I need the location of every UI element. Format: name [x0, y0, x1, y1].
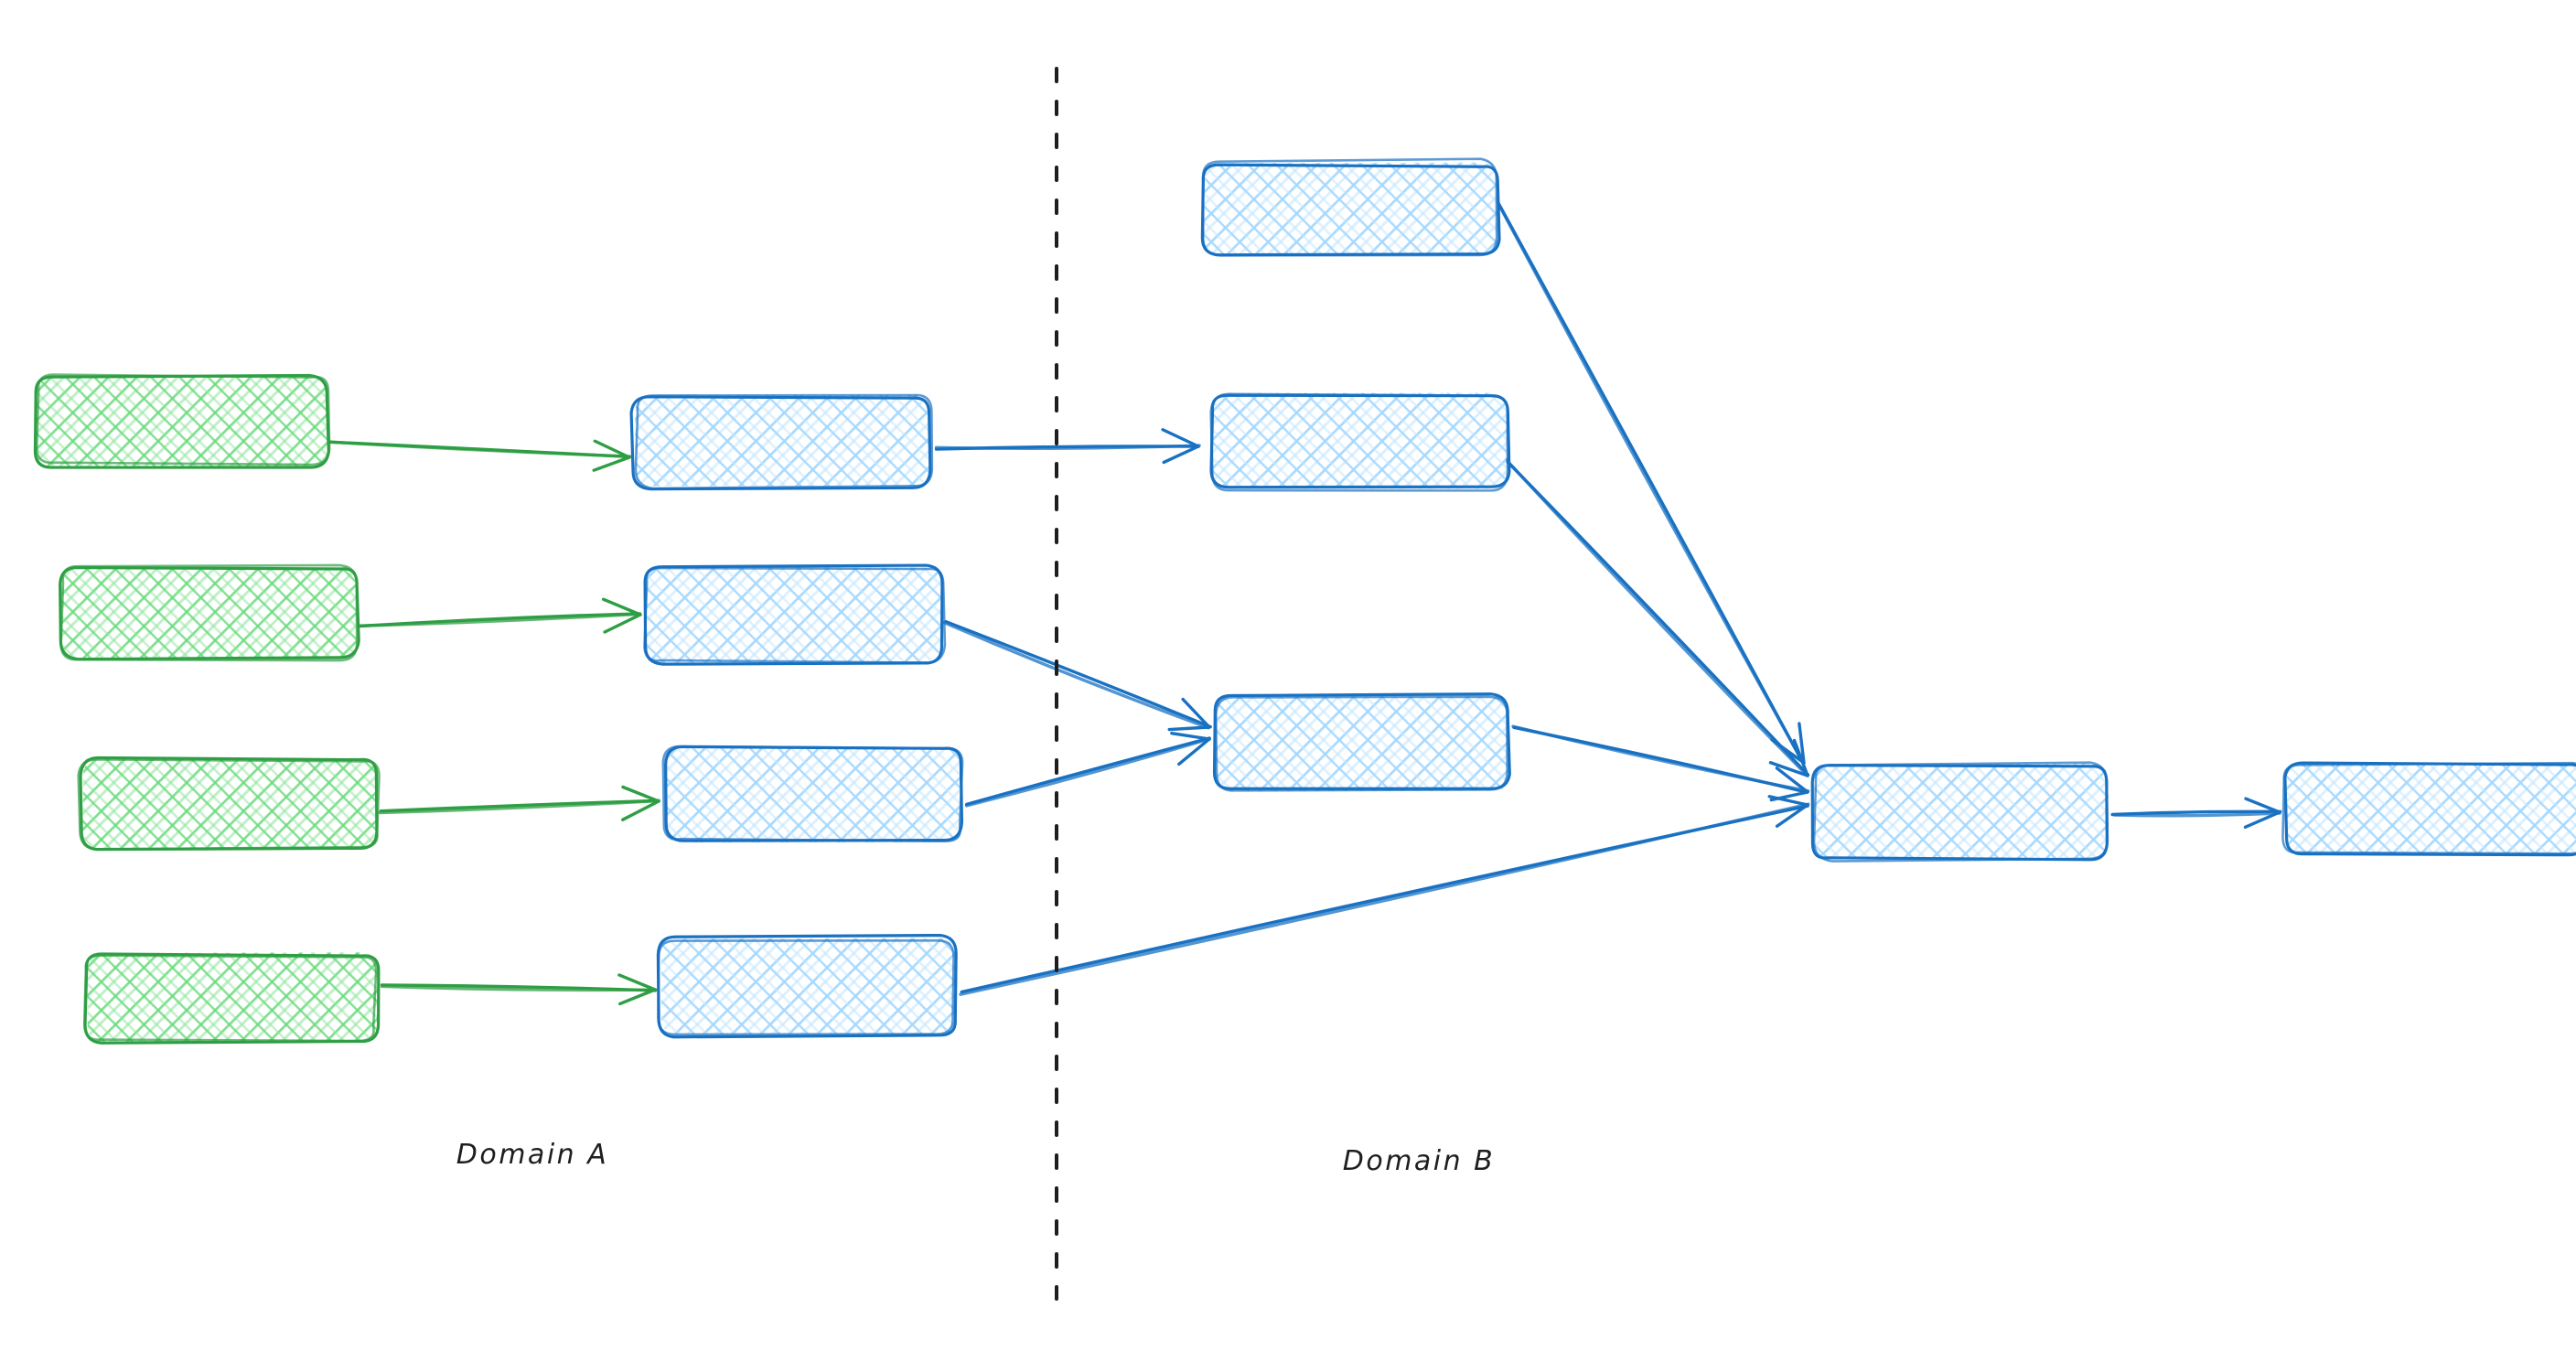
- node-layer: [33, 157, 2576, 1045]
- edge-b1-to-b4: [1492, 194, 1806, 765]
- edge-b4-to-b5: [2110, 797, 2282, 829]
- node-m3[interactable]: [661, 745, 964, 843]
- edge-m4-to-b4: [959, 795, 1810, 996]
- edge-m1-to-b2: [934, 428, 1201, 465]
- edge-b2-to-b4: [1501, 455, 1810, 777]
- node-b3[interactable]: [1212, 692, 1511, 792]
- node-b4[interactable]: [1810, 761, 2109, 863]
- edge-a3-to-m3: [378, 785, 660, 821]
- node-m2[interactable]: [643, 563, 947, 666]
- node-m1[interactable]: [629, 393, 934, 491]
- node-b2[interactable]: [1209, 392, 1511, 492]
- edge-a2-to-m2: [357, 597, 642, 634]
- node-m4[interactable]: [656, 933, 958, 1039]
- node-b1[interactable]: [1200, 157, 1501, 257]
- domain-b-label: Domain B: [1342, 1145, 1496, 1177]
- edge-layer: [326, 194, 2282, 1006]
- domain-a-label: Domain A: [456, 1139, 609, 1171]
- edge-m2-to-b3: [942, 619, 1212, 732]
- node-b5[interactable]: [2281, 761, 2576, 857]
- edge-b3-to-b4: [1511, 724, 1810, 802]
- edge-a1-to-m1: [326, 439, 632, 472]
- node-a4[interactable]: [82, 952, 381, 1045]
- edge-m3-to-b3: [964, 731, 1211, 808]
- node-a2[interactable]: [59, 563, 360, 662]
- node-a3[interactable]: [77, 756, 381, 852]
- edge-a4-to-m4: [380, 973, 658, 1006]
- node-a1[interactable]: [33, 373, 331, 469]
